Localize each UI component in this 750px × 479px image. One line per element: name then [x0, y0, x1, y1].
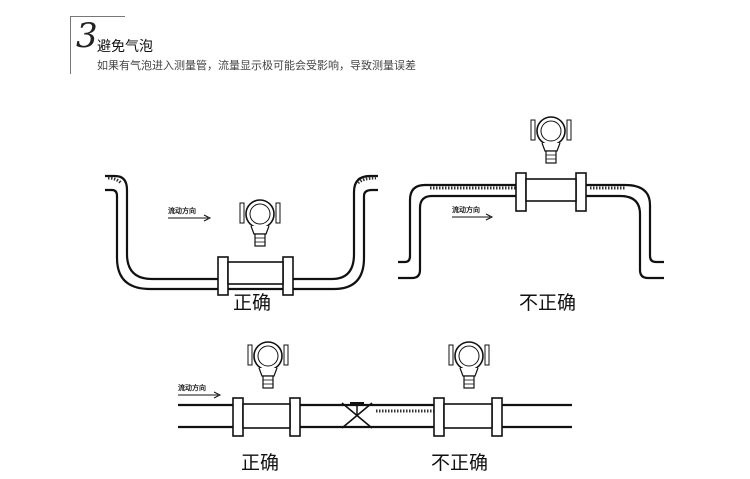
flow-label-1: 流动方向: [168, 206, 196, 215]
diagram-3-straight-pipe: 流动方向 正确 不正确: [178, 341, 572, 474]
diagram-2-inverted-u-pipe: 流动方向 不正确: [398, 116, 664, 314]
verdict-correct-3: 正确: [241, 452, 279, 474]
section-number: 3: [76, 16, 98, 56]
diagram-1-u-pipe: 流动方向 正确: [105, 174, 378, 314]
section-title: 避免气泡: [97, 39, 153, 55]
section-subtitle: 如果有气泡进入测量管，流量显示极可能会受影响，导致测量误差: [97, 59, 416, 72]
header-frame: [70, 16, 125, 74]
verdict-correct-1: 正确: [233, 292, 271, 314]
verdict-incorrect-2: 不正确: [519, 292, 576, 314]
verdict-incorrect-3: 不正确: [431, 452, 488, 474]
flow-label-2: 流动方向: [452, 205, 480, 214]
flow-label-3: 流动方向: [178, 383, 206, 392]
